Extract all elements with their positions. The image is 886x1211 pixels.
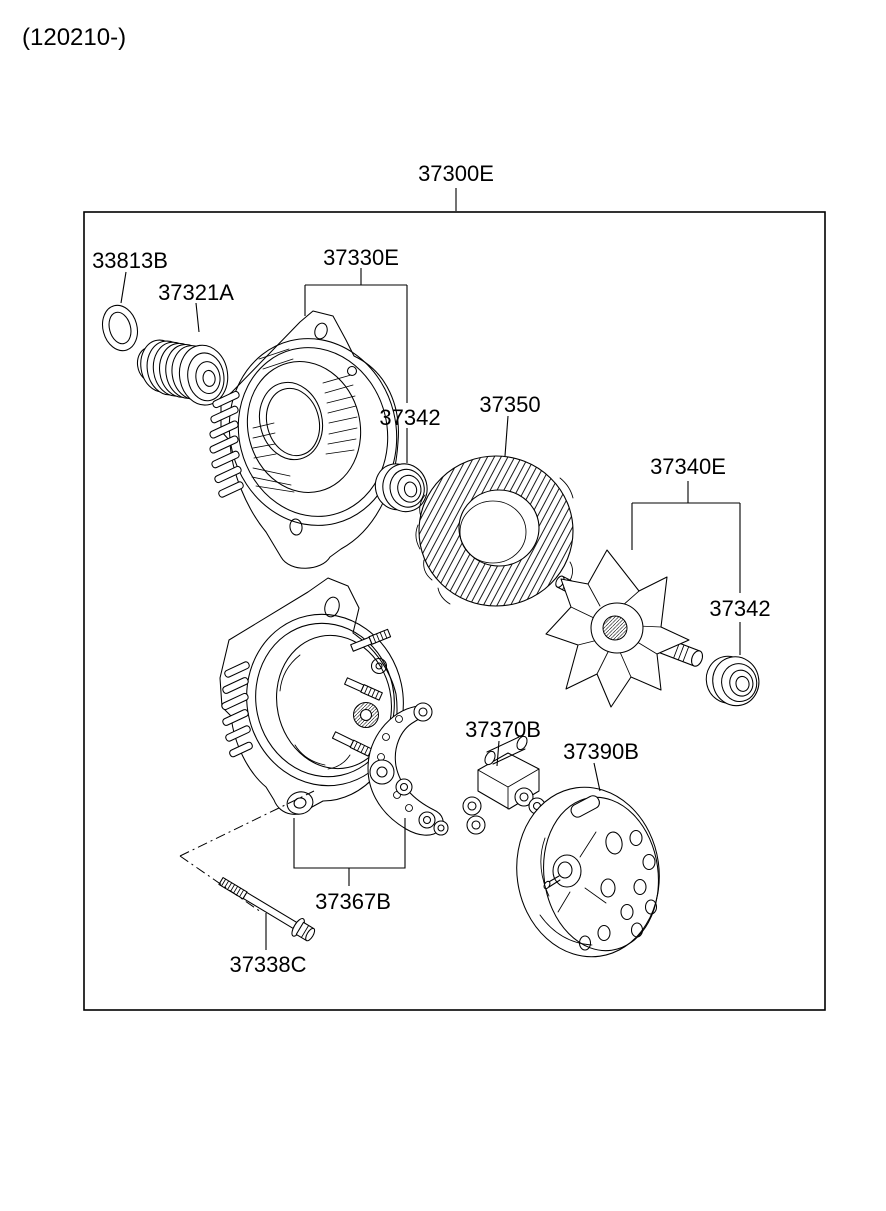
regulator-drawing (462, 735, 546, 835)
pulley-drawing (136, 339, 229, 406)
front-bracket-drawing (209, 310, 399, 569)
rear-bracket-stud (350, 628, 392, 652)
front-bracket-vent-slots (251, 348, 358, 493)
terminal-crescent-drawing (367, 702, 449, 836)
part-label-front-bearing: 37342 (379, 405, 440, 430)
part-label-front-bracket: 37330E (323, 245, 399, 270)
front-bracket-fins (209, 390, 244, 498)
rear-bracket-drawing (219, 577, 404, 815)
front-bearing-drawing (374, 463, 428, 513)
snap-ring-drawing (102, 304, 138, 352)
rear-cover-drawing (516, 786, 660, 958)
part-label-rear-bracket: 37367B (315, 889, 391, 914)
rear-bracket-fins (221, 661, 253, 758)
rear-bracket-stud (344, 677, 383, 701)
part-label-stator: 37350 (479, 392, 540, 417)
part-label-through-bolt: 37338C (229, 952, 306, 977)
assembly-frame (83, 211, 826, 1011)
revision-label: (120210-) (22, 24, 126, 51)
part-label-pulley: 37321A (158, 280, 234, 305)
rotor-drawing (545, 549, 704, 708)
through-bolt-drawing (218, 877, 316, 942)
part-label-rear-bearing: 37342 (709, 596, 770, 621)
rear-bearing-drawing (705, 655, 760, 707)
leader-lines (120, 188, 741, 950)
part-label-rear-cover: 37390B (563, 739, 639, 764)
stator-drawing (415, 455, 574, 607)
part-label-rotor: 37340E (650, 454, 726, 479)
part-label-snap-ring: 33813B (92, 248, 168, 273)
assembly-label: 37300E (418, 161, 494, 186)
part-label-regulator: 37370B (465, 717, 541, 742)
